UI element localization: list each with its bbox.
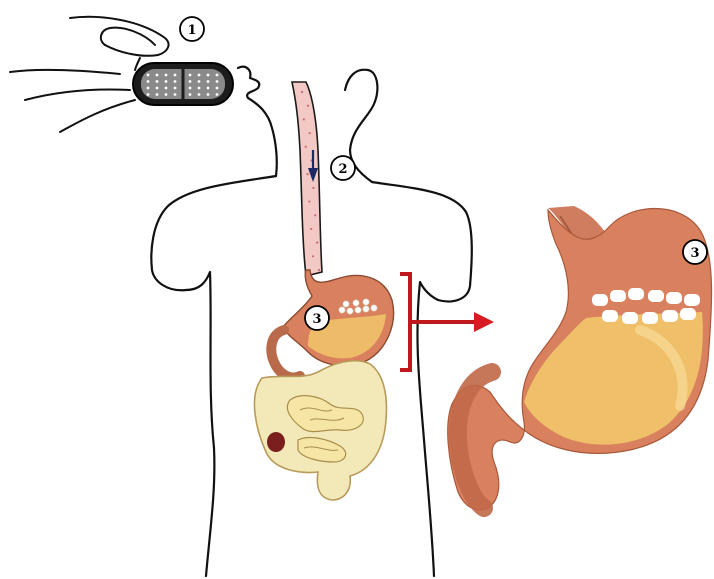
capsule-speckle [147, 80, 150, 83]
capsule-speckle [189, 80, 192, 83]
step-marker-2: 2 [331, 156, 355, 180]
capsule-speckle [156, 87, 159, 90]
stomach-enlarged [448, 206, 712, 510]
esophagus-dot [308, 200, 310, 202]
colon-spot [267, 432, 285, 452]
capsule-speckle [207, 87, 210, 90]
capsule-speckle [207, 74, 210, 77]
capsule-speckle [198, 87, 201, 90]
esophagus-dot [309, 132, 311, 134]
esophagus-dot [318, 269, 320, 271]
capsule-speckle [156, 93, 159, 96]
pellet [339, 307, 345, 313]
capsule-speckle [198, 74, 201, 77]
capsule-speckle [216, 87, 219, 90]
capsule-speckle [207, 80, 210, 83]
pellet [680, 308, 696, 320]
zoom-bracket [402, 274, 476, 370]
capsule-speckle [174, 80, 177, 83]
step-marker-3-zoom-label: 3 [690, 246, 699, 261]
intestines [254, 361, 386, 500]
esophagus-dot [310, 228, 312, 230]
capsule-pill [133, 63, 233, 105]
capsule-speckle [198, 80, 201, 83]
capsule-speckle [156, 74, 159, 77]
capsule-speckle [147, 74, 150, 77]
capsule-speckle [207, 93, 210, 96]
capsule-speckle [174, 93, 177, 96]
capsule-speckle [147, 93, 150, 96]
pellet [363, 306, 369, 312]
step-marker-2-label: 2 [338, 162, 347, 177]
capsule-speckle [189, 74, 192, 77]
pellet [648, 290, 664, 302]
capsule-speckle [165, 74, 168, 77]
capsule-speckle [165, 80, 168, 83]
capsule-speckle [216, 93, 219, 96]
capsule-speckle [216, 74, 219, 77]
pellet [343, 301, 349, 307]
esophagus-dot [314, 214, 316, 216]
capsule-speckle [189, 87, 192, 90]
pellet [610, 290, 626, 302]
esophagus-dot [312, 255, 314, 257]
capsule-speckle [165, 87, 168, 90]
pellet [355, 307, 361, 313]
pellet [684, 294, 700, 306]
capsule-speckle [189, 93, 192, 96]
pellet [622, 312, 638, 324]
step-marker-3-label: 3 [312, 312, 321, 327]
pellet [662, 310, 678, 322]
pellet [353, 300, 359, 306]
step-marker-3-zoom: 3 [683, 240, 707, 264]
esophagus-dot [305, 146, 307, 148]
esophagus-dot [301, 91, 303, 93]
step-marker-1-label: 1 [187, 23, 196, 38]
step-marker-3: 3 [305, 306, 329, 330]
capsule-speckle [165, 93, 168, 96]
capsule-speckle [198, 93, 201, 96]
pellet [592, 294, 608, 306]
capsule-speckle [156, 80, 159, 83]
esophagus-dot [306, 173, 308, 175]
step-marker-1: 1 [180, 17, 204, 41]
pellet [666, 292, 682, 304]
capsule-speckle [174, 87, 177, 90]
stomach-small [271, 270, 393, 378]
pellet [363, 299, 369, 305]
pellet [642, 312, 658, 324]
esophagus-dot [316, 242, 318, 244]
right-arrow-icon [474, 312, 494, 332]
capsule-speckle [147, 87, 150, 90]
pellet [371, 305, 377, 311]
pellet [347, 308, 353, 314]
esophagus [292, 82, 322, 276]
esophagus-dot [303, 118, 305, 120]
pellet [628, 288, 644, 300]
esophagus-dot [307, 105, 309, 107]
pellet [602, 310, 618, 322]
capsule-speckle [174, 74, 177, 77]
capsule-speckle [216, 80, 219, 83]
esophagus-dot [312, 187, 314, 189]
